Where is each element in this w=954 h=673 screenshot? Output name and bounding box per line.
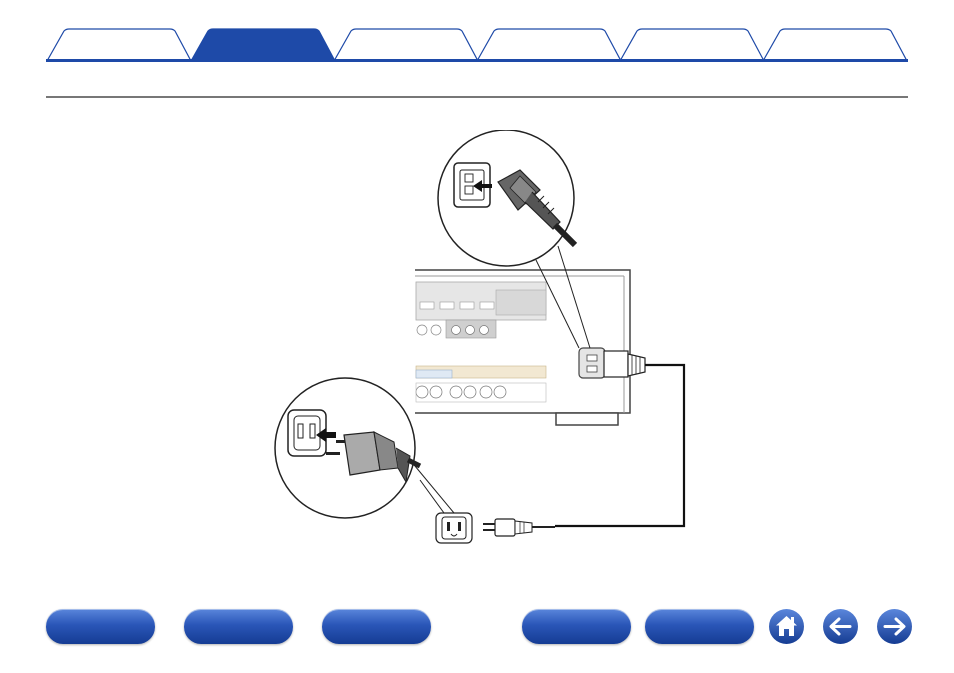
outlet-callout	[274, 377, 455, 519]
wall-outlet-small	[435, 512, 473, 544]
chapter-tab-bar	[0, 0, 954, 64]
receiver-rear-panel	[415, 269, 631, 426]
title-rule	[46, 96, 908, 98]
forward-arrow-icon	[877, 609, 912, 644]
power-cord-diagram	[274, 129, 686, 544]
home-button[interactable]	[768, 608, 805, 645]
ac-plug-small	[483, 518, 555, 537]
tab-4[interactable]	[476, 28, 622, 61]
nav-button-4[interactable]	[522, 609, 631, 644]
inlet-callout	[437, 129, 591, 349]
tab-2[interactable]	[190, 28, 336, 61]
forward-button[interactable]	[876, 608, 913, 645]
back-arrow-icon	[823, 609, 858, 644]
tab-5[interactable]	[619, 28, 765, 61]
tab-baseline	[46, 59, 908, 62]
back-button[interactable]	[822, 608, 859, 645]
nav-button-2[interactable]	[184, 609, 293, 644]
nav-button-1[interactable]	[46, 609, 155, 644]
power-cord-line	[555, 363, 686, 528]
iec-plug-small	[603, 350, 646, 378]
nav-button-3[interactable]	[322, 609, 431, 644]
tab-6[interactable]	[762, 28, 908, 61]
bottom-navigation	[0, 600, 954, 660]
tab-3[interactable]	[333, 28, 479, 61]
home-icon	[769, 609, 804, 644]
nav-button-5[interactable]	[645, 609, 754, 644]
power-cord-connection-illustration	[270, 129, 700, 550]
tab-1[interactable]	[46, 28, 192, 61]
